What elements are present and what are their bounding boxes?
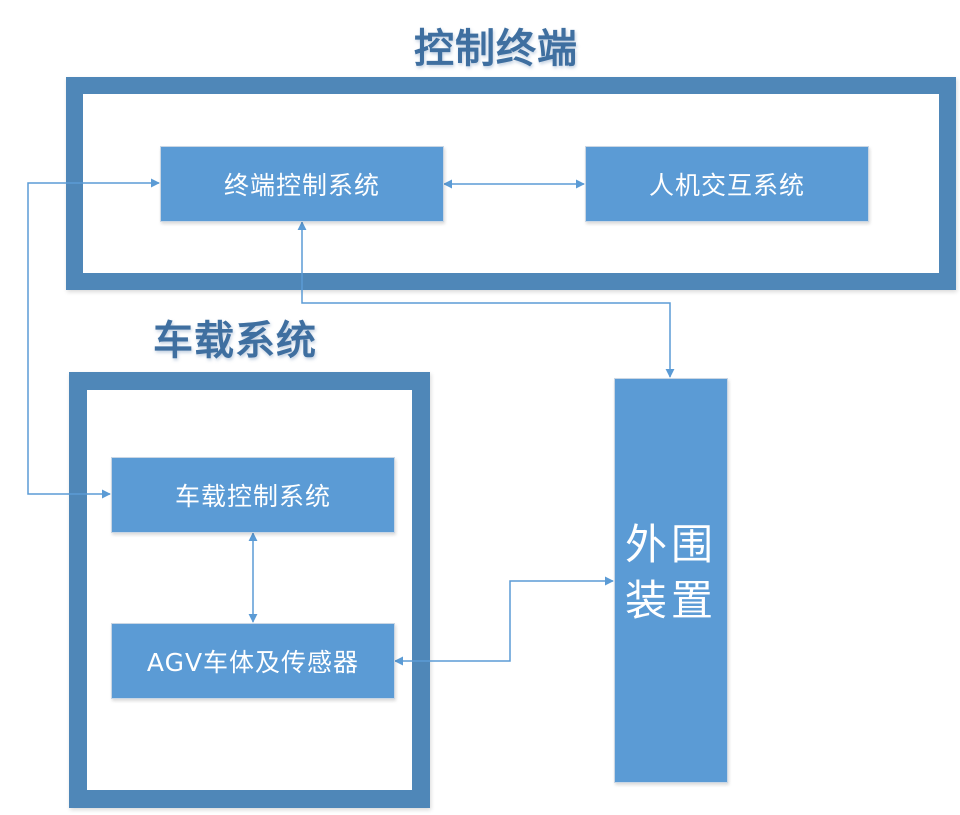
onboard-control-system-node[interactable]: 车载控制系统 <box>111 457 395 533</box>
agv-body-sensors-label: AGV车体及传感器 <box>146 648 360 677</box>
peripheral-devices-label-line2: 装置 <box>624 576 717 625</box>
agv-body-sensors-node[interactable]: AGV车体及传感器 <box>111 623 395 699</box>
peripheral-devices-node[interactable]: 外围 装置 <box>614 378 728 783</box>
onboard-system-title: 车载系统 <box>153 318 317 364</box>
terminal-control-system-node[interactable]: 终端控制系统 <box>160 146 444 222</box>
control-terminal-title: 控制终端 <box>414 26 578 72</box>
terminal-control-system-label: 终端控制系统 <box>223 171 380 200</box>
peripheral-devices-label-line1: 外围 <box>624 520 717 569</box>
peripheral-devices-label: 外围 装置 <box>615 517 727 629</box>
onboard-control-system-label: 车载控制系统 <box>174 482 331 511</box>
hmi-system-node[interactable]: 人机交互系统 <box>585 146 869 222</box>
onboard-system-frame <box>69 372 430 808</box>
hmi-system-label: 人机交互系统 <box>648 171 805 200</box>
